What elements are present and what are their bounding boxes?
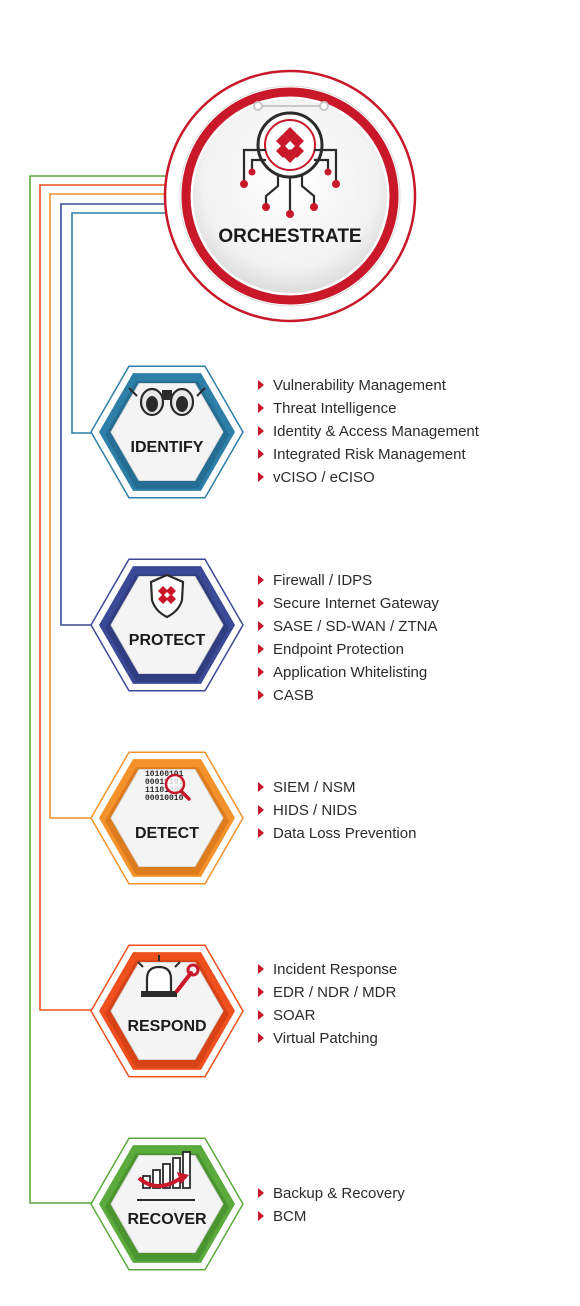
protect-item: SASE / SD-WAN / ZTNA [258, 615, 439, 638]
connector-protect [60, 203, 168, 626]
protect-item: Firewall / IDPS [258, 569, 439, 592]
protect-label: PROTECT [129, 632, 206, 649]
recovery-chart-icon [137, 1151, 195, 1201]
detect-inner-hex [110, 769, 224, 867]
svg-text:00011101: 00011101 [145, 778, 184, 787]
svg-text:10100101: 10100101 [145, 770, 184, 779]
alarm-wrench-icon [137, 955, 200, 997]
bullet-arrow-icon [258, 1033, 264, 1043]
respond-node: RESPOND [90, 944, 244, 1078]
bullet-arrow-icon [258, 621, 264, 631]
bullet-arrow-icon [258, 644, 264, 654]
svg-text:11101001: 11101001 [145, 786, 184, 795]
protect-item-label: Application Whitelisting [273, 664, 428, 681]
identify-item: Identity & Access Management [258, 420, 479, 443]
respond-item-label: Incident Response [273, 961, 398, 978]
identify-item-label: Identity & Access Management [273, 423, 479, 440]
detect-item-label: SIEM / NSM [273, 779, 356, 796]
identify-item: Vulnerability Management [258, 374, 479, 397]
bullet-arrow-icon [258, 690, 264, 700]
protect-item-label: CASB [273, 687, 314, 704]
orchestrate-node: ORCHESTRATE [163, 69, 417, 323]
respond-label: RESPOND [127, 1018, 206, 1035]
protect-item-label: Firewall / IDPS [273, 572, 373, 589]
respond-item-label: Virtual Patching [273, 1030, 378, 1047]
protect-item: Application Whitelisting [258, 661, 439, 684]
bullet-arrow-icon [258, 1188, 264, 1198]
protect-item-label: SASE / SD-WAN / ZTNA [273, 618, 438, 635]
identify-inner-hex [110, 383, 224, 481]
bullet-arrow-icon [258, 575, 264, 585]
stage-nodes: IDENTIFY PROTECT 1010010100011101111010010… [90, 365, 244, 1271]
identify-item: Integrated Risk Management [258, 443, 479, 466]
identify-node: IDENTIFY [90, 365, 244, 499]
recover-item-label: Backup & Recovery [273, 1185, 405, 1202]
detect-item-label: Data Loss Prevention [273, 825, 417, 842]
bullet-arrow-icon [258, 1211, 264, 1221]
detect-item: SIEM / NSM [258, 776, 416, 799]
respond-item-label: SOAR [273, 1007, 316, 1024]
protect-item: Secure Internet Gateway [258, 592, 439, 615]
connector-lines [29, 175, 168, 1204]
svg-text:00010010: 00010010 [145, 794, 184, 803]
connector-identify [71, 212, 168, 434]
protect-item: CASB [258, 684, 439, 707]
recover-item-label: BCM [273, 1208, 307, 1225]
bullet-arrow-icon [258, 964, 264, 974]
respond-item: SOAR [258, 1004, 397, 1027]
bullet-arrow-icon [258, 805, 264, 815]
protect-node: PROTECT [90, 558, 244, 692]
bullet-arrow-icon [258, 403, 264, 413]
respond-item: Virtual Patching [258, 1027, 397, 1050]
bullet-arrow-icon [258, 598, 264, 608]
identify-item-label: Threat Intelligence [273, 400, 397, 417]
detect-items: SIEM / NSM HIDS / NIDS Data Loss Preventio… [258, 776, 416, 845]
protect-item-label: Secure Internet Gateway [273, 595, 439, 612]
bullet-arrow-icon [258, 380, 264, 390]
recover-node: RECOVER [90, 1137, 244, 1271]
bullet-arrow-icon [258, 782, 264, 792]
protect-inner-hex [110, 576, 224, 674]
respond-inner-hex [110, 962, 224, 1060]
bullet-arrow-icon [258, 472, 264, 482]
orchestrate-label: ORCHESTRATE [218, 226, 361, 247]
protect-item-label: Endpoint Protection [273, 641, 404, 658]
detect-label: DETECT [135, 825, 199, 842]
identify-label: IDENTIFY [131, 439, 204, 456]
respond-item-label: EDR / NDR / MDR [273, 984, 397, 1001]
fortinet-circuit-icon [240, 101, 340, 218]
detect-item: HIDS / NIDS [258, 799, 416, 822]
recover-item: BCM [258, 1205, 405, 1228]
connector-detect [49, 193, 168, 819]
identify-item-label: Integrated Risk Management [273, 446, 466, 463]
identify-item-label: vCISO / eCISO [273, 469, 375, 486]
identify-item: vCISO / eCISO [258, 466, 479, 489]
shield-icon [149, 573, 185, 619]
bullet-arrow-icon [258, 426, 264, 436]
recover-label: RECOVER [127, 1211, 207, 1228]
identify-item-label: Vulnerability Management [273, 377, 446, 394]
bullet-arrow-icon [258, 667, 264, 677]
bullet-arrow-icon [258, 828, 264, 838]
respond-item: Incident Response [258, 958, 397, 981]
identify-item: Threat Intelligence [258, 397, 479, 420]
respond-item: EDR / NDR / MDR [258, 981, 397, 1004]
bullet-arrow-icon [258, 987, 264, 997]
bullet-arrow-icon [258, 1010, 264, 1020]
protect-item: Endpoint Protection [258, 638, 439, 661]
detect-item-label: HIDS / NIDS [273, 802, 358, 819]
recover-item: Backup & Recovery [258, 1182, 405, 1205]
connector-respond [39, 184, 168, 1011]
detect-item: Data Loss Prevention [258, 822, 416, 845]
connector-recover [29, 175, 168, 1204]
bullet-arrow-icon [258, 449, 264, 459]
binoculars-icon [128, 387, 206, 417]
